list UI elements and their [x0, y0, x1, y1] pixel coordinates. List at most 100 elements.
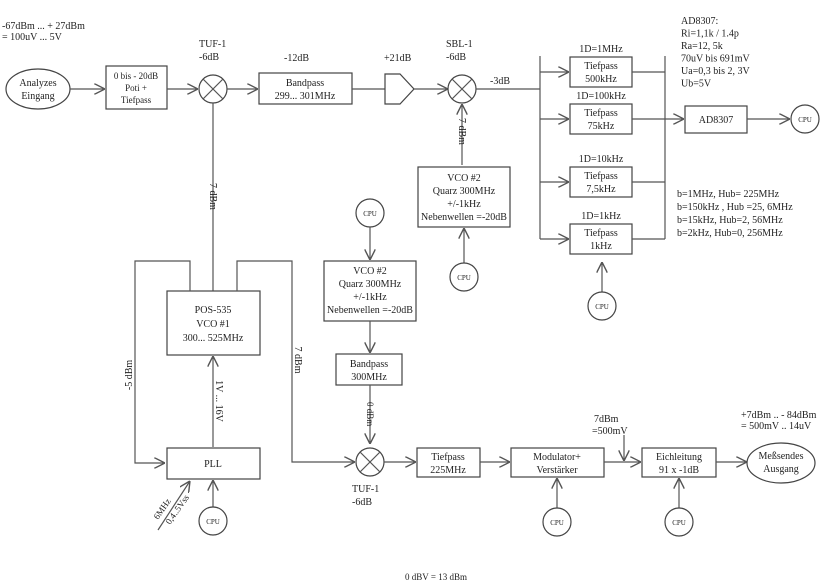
- block-text: 91 x -1dB: [659, 465, 699, 476]
- ad8307-block: AD8307: [684, 105, 748, 134]
- block-text: Eichleitung: [656, 452, 702, 463]
- mixer-loss-label: -6dB: [352, 497, 372, 508]
- analyzer-input-terminal: Analyzes Eingang: [5, 68, 71, 110]
- spec-line: b=2kHz, Hub=0, 256MHz: [677, 228, 783, 239]
- block-text: Modulator+: [533, 452, 581, 463]
- block-text: +/-1kHz: [353, 292, 387, 303]
- mixer-tuf1-top: [198, 74, 228, 104]
- attenuator-block: 0 bis - 20dB Poti + Tiefpass: [105, 65, 168, 110]
- block-text: VCO #1: [196, 319, 230, 330]
- amp-gain-label: +21dB: [384, 53, 412, 64]
- block-text: Nebenwellen =-20dB: [327, 305, 413, 316]
- block-text: Tiefpass: [584, 171, 618, 182]
- block-text: Ausgang: [763, 464, 799, 475]
- spec-line: Ua=0,3 bis 2, 3V: [681, 66, 750, 77]
- block-text: Eingang: [21, 91, 54, 102]
- bandpass-300-block: Bandpass 300MHz: [335, 353, 403, 386]
- step-attenuator-block: Eichleitung 91 x -1dB: [641, 447, 717, 478]
- cpu-label: CPU: [595, 303, 609, 311]
- spec-line: b=1MHz, Hub= 225MHz: [677, 189, 780, 200]
- footer-note: 0 dBV = 13 dBm: [405, 572, 467, 582]
- cpu-label: CPU: [798, 116, 812, 124]
- block-text: 0 bis - 20dB: [114, 71, 158, 81]
- cpu-node: CPU: [664, 507, 694, 537]
- vco2-top-block: VCO #2 Quarz 300MHz +/-1kHz Nebenwellen …: [417, 166, 511, 228]
- spec-line: AD8307:: [681, 16, 718, 27]
- sbl1-output-label: -3dB: [490, 76, 510, 87]
- filter-box: [569, 223, 633, 255]
- vco-level-label: -5 dBm: [124, 360, 135, 391]
- lo-level-label: 0 dBm: [365, 402, 375, 426]
- signal-line: [236, 260, 355, 462]
- cpu-node: CPU: [790, 104, 820, 134]
- tune-voltage-label: 1V ... 16V: [213, 380, 224, 423]
- cpu-node: CPU: [449, 262, 479, 292]
- pll-block: PLL: [166, 447, 261, 480]
- mixer-loss-label: -6dB: [446, 52, 466, 63]
- amplifier-icon: [384, 73, 415, 105]
- block-text: 7,5kHz: [586, 184, 616, 195]
- block-text: Analyzes: [19, 78, 56, 89]
- generator-output-terminal: Meßsendes Ausgang: [746, 442, 816, 484]
- mixer-tuf1-bottom: [355, 447, 385, 477]
- block-text: VCO #2: [447, 173, 481, 184]
- cpu-label: CPU: [457, 274, 471, 282]
- filter-box: [569, 56, 633, 88]
- bandpass-299-301-block: Bandpass 299... 301MHz: [258, 72, 353, 105]
- modulator-amplifier-block: Modulator+ Verstärker: [510, 447, 605, 478]
- block-text: Tiefpass: [121, 95, 152, 105]
- block-text: VCO #2: [353, 266, 387, 277]
- ref-line: [157, 481, 190, 531]
- signal-line: [134, 260, 191, 463]
- mixer-sbl1: [447, 74, 477, 104]
- block-text: 75kHz: [588, 121, 615, 132]
- block-text: Poti +: [125, 83, 147, 93]
- cpu-label: CPU: [672, 519, 686, 527]
- block-text: 500kHz: [585, 74, 617, 85]
- mod-out-level: 7dBm: [594, 414, 619, 425]
- block-text: AD8307: [699, 115, 733, 126]
- input-range-label-2: = 100uV ... 5V: [2, 32, 63, 43]
- spec-line: Ra=12, 5k: [681, 41, 723, 52]
- block-text: Bandpass: [350, 359, 388, 370]
- output-range-label: +7dBm .. - 84dBm: [741, 410, 817, 421]
- cpu-node: CPU: [587, 291, 617, 321]
- block-text: 1kHz: [590, 241, 612, 252]
- lo-level-label: 7 dBm: [207, 183, 218, 210]
- spec-line: b=15kHz, Hub=2, 56MHz: [677, 215, 783, 226]
- filter-bandwidth-label: 1D=100kHz: [576, 91, 626, 102]
- input-range-label: -67dBm ... + 27dBm: [2, 21, 85, 32]
- block-text: Quarz 300MHz: [339, 279, 402, 290]
- block-text: Tiefpass: [584, 228, 618, 239]
- block-text: 300... 525MHz: [183, 333, 244, 344]
- cpu-node: CPU: [355, 198, 385, 228]
- mod-out-voltage: =500mV: [592, 426, 628, 437]
- output-range-label-2: = 500mV .. 14uV: [741, 421, 812, 432]
- block-text: POS-535: [195, 305, 232, 316]
- spec-line: Ub=5V: [681, 79, 712, 90]
- cpu-node: CPU: [542, 507, 572, 537]
- mixer-loss-label: -6dB: [199, 52, 219, 63]
- block-text: Verstärker: [536, 465, 578, 476]
- cpu-label: CPU: [363, 210, 377, 218]
- bandpass-loss-label: -12dB: [284, 53, 309, 64]
- cpu-label: CPU: [206, 518, 220, 526]
- block-text: PLL: [204, 459, 222, 470]
- block-text: +/-1kHz: [447, 199, 481, 210]
- block-text: 300MHz: [351, 372, 387, 383]
- cpu-node: CPU: [198, 506, 228, 536]
- mixer-name-label: SBL-1: [446, 39, 473, 50]
- pos535-vco1-block: POS-535 VCO #1 300... 525MHz: [166, 290, 261, 356]
- spec-line: 70uV bis 691mV: [681, 54, 750, 65]
- vco2-mid-block: VCO #2 Quarz 300MHz +/-1kHz Nebenwellen …: [323, 260, 417, 322]
- block-text: Tiefpass: [584, 108, 618, 119]
- block-text: Meßsendes: [759, 451, 804, 462]
- block-text: 299... 301MHz: [275, 91, 336, 102]
